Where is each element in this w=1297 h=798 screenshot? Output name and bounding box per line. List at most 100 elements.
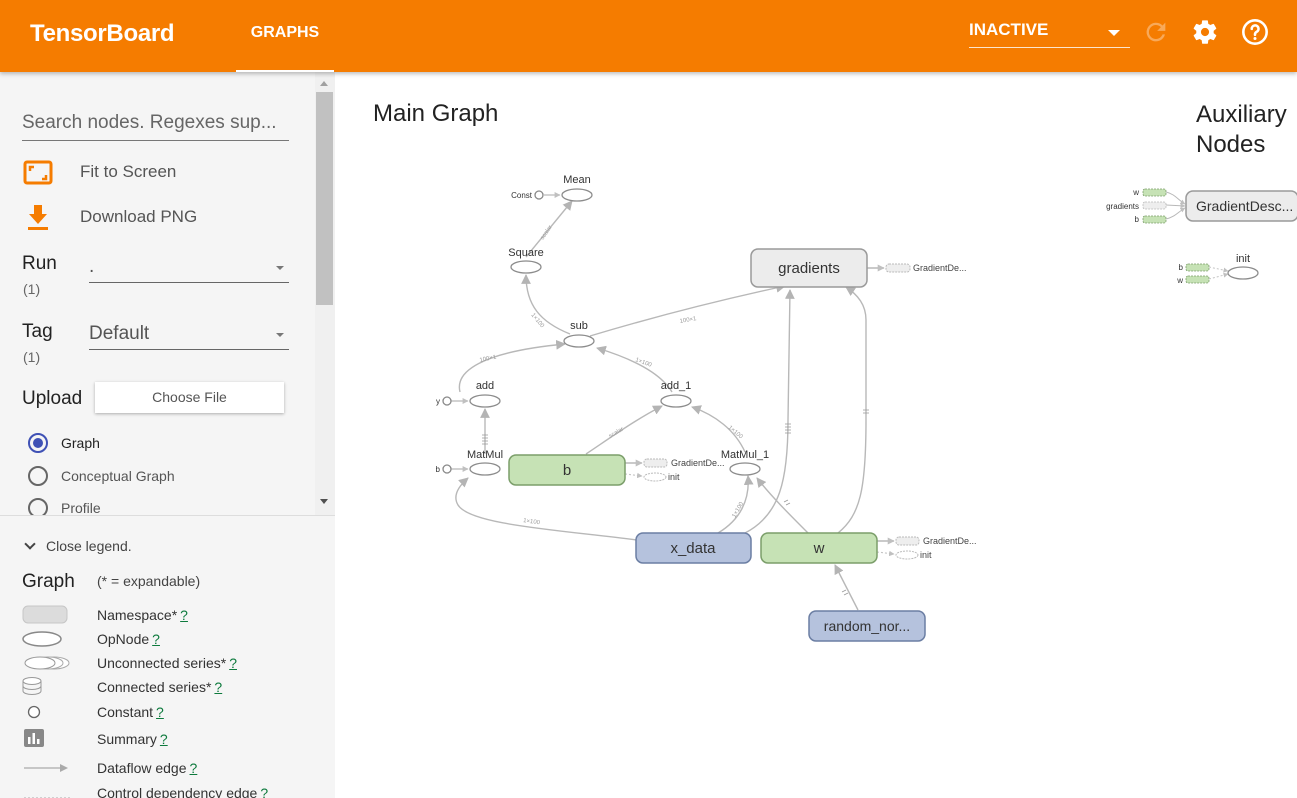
search-input[interactable]: Search nodes. Regexes sup... bbox=[22, 107, 289, 141]
aux-init-input-label: b bbox=[1179, 263, 1184, 272]
constant-node-b-in[interactable] bbox=[442, 464, 452, 474]
variable-node-b[interactable] bbox=[508, 454, 626, 486]
opnode-matmul[interactable] bbox=[469, 462, 501, 476]
legend-help-link[interactable]: ? bbox=[189, 760, 198, 776]
namespace-node-gradients[interactable] bbox=[750, 248, 868, 288]
radio-graph[interactable]: Graph bbox=[28, 432, 248, 454]
tab-graphs[interactable]: GRAPHS bbox=[250, 24, 320, 41]
run-dropdown-value: . bbox=[89, 256, 95, 277]
control-dependency-edge-icon bbox=[24, 797, 70, 798]
aux-input-label: b bbox=[1135, 215, 1140, 224]
opnode-matmul-1-label: MatMul_1 bbox=[721, 449, 769, 461]
data-node-x-data[interactable] bbox=[635, 532, 752, 564]
help-icon[interactable] bbox=[1241, 18, 1269, 46]
edge-add1-sub bbox=[596, 345, 673, 393]
aux-graddesc-inputs: w gradients b b w bbox=[1106, 188, 1229, 285]
scroll-up-arrow-icon[interactable] bbox=[320, 81, 328, 86]
legend-item-dataflow-edge: Dataflow edge? bbox=[22, 757, 322, 779]
legend-item-namespace: Namespace*? bbox=[22, 604, 322, 626]
edge-b-add1 bbox=[585, 405, 663, 455]
aux-node-gradient-descent[interactable] bbox=[1185, 190, 1297, 222]
legend-help-link[interactable]: ? bbox=[260, 785, 269, 798]
edge-label: 1×100 bbox=[523, 518, 541, 526]
legend-help-link[interactable]: ? bbox=[214, 679, 223, 695]
auxiliary-nodes-title: Auxiliary Nodes bbox=[1196, 100, 1287, 160]
edge-label: 1×100 bbox=[727, 425, 744, 441]
aux-ref-label: GradientDe... bbox=[923, 536, 977, 546]
aux-ref-label: GradientDe... bbox=[671, 458, 725, 468]
namespace-node-gradients-label: gradients bbox=[778, 260, 840, 277]
edge-label: scalar bbox=[608, 427, 625, 440]
fit-to-screen-button[interactable]: Fit to Screen bbox=[22, 158, 222, 188]
series-tick-marks bbox=[785, 423, 791, 434]
opnode-add-label: add bbox=[476, 380, 494, 392]
download-icon bbox=[28, 205, 48, 230]
edge-label: 1×100 bbox=[634, 357, 653, 369]
reload-icon[interactable] bbox=[1142, 18, 1170, 46]
edge-w-matmul1 bbox=[756, 477, 809, 534]
run-status-value: INACTIVE bbox=[969, 20, 1049, 39]
opnode-matmul-1[interactable] bbox=[729, 462, 761, 476]
constant-b-label: b bbox=[436, 465, 441, 474]
aux-init-input-label: w bbox=[1176, 276, 1183, 285]
run-label: Run bbox=[22, 253, 57, 274]
radio-profile[interactable]: Profile bbox=[28, 497, 248, 515]
series-tick-marks bbox=[841, 589, 849, 596]
constant-node-const[interactable] bbox=[534, 190, 544, 200]
edge-label: 1×100 bbox=[529, 312, 545, 329]
sidebar-scrollbar[interactable] bbox=[315, 72, 335, 515]
legend-help-link[interactable]: ? bbox=[229, 655, 237, 671]
opnode-add[interactable] bbox=[469, 394, 501, 408]
edge-xdata-matmul bbox=[455, 477, 638, 541]
aux-ref-init-label: init bbox=[920, 550, 932, 560]
legend-note: (* = expandable) bbox=[97, 573, 201, 589]
edge-xdata-gradients bbox=[744, 289, 795, 534]
legend-label-unconnected-series: Unconnected series* bbox=[97, 655, 227, 671]
chevron-down-icon bbox=[1108, 30, 1120, 36]
tag-dropdown[interactable]: Default bbox=[89, 320, 289, 350]
series-tick-marks bbox=[863, 409, 869, 414]
download-png-button[interactable]: Download PNG bbox=[22, 203, 222, 233]
aux-input-label: w bbox=[1132, 188, 1139, 197]
run-status-dropdown[interactable]: INACTIVE bbox=[969, 20, 1130, 48]
tab-indicator bbox=[236, 70, 334, 72]
aux-title-line2: Nodes bbox=[1196, 131, 1266, 158]
legend-help-link[interactable]: ? bbox=[159, 731, 168, 747]
opnode-mean[interactable] bbox=[561, 188, 593, 202]
aux-ref-gradients[interactable]: GradientDe... bbox=[885, 263, 967, 273]
choose-file-button[interactable]: Choose File bbox=[95, 382, 284, 413]
aux-ref-b[interactable]: GradientDe... init bbox=[643, 458, 725, 482]
tag-count: (1) bbox=[23, 349, 41, 365]
legend-label-namespace: Namespace* bbox=[97, 607, 178, 623]
aux-opnode-init[interactable] bbox=[1227, 266, 1259, 280]
aux-opnode-init-label: init bbox=[1236, 253, 1250, 265]
legend-item-summary: Summary? bbox=[22, 728, 322, 750]
scroll-down-arrow-icon[interactable] bbox=[320, 499, 328, 504]
opnode-square[interactable] bbox=[510, 260, 542, 274]
constant-node-y[interactable] bbox=[442, 396, 452, 406]
gear-icon[interactable] bbox=[1191, 18, 1219, 46]
series-tick-marks bbox=[482, 434, 488, 445]
edge-matmul1-add1 bbox=[691, 405, 746, 453]
legend-item-opnode: OpNode? bbox=[22, 628, 322, 650]
edge-random-w bbox=[834, 564, 859, 611]
radio-button-icon bbox=[28, 433, 48, 453]
radio-conceptual-graph[interactable]: Conceptual Graph bbox=[28, 465, 248, 487]
edge-label: scalar bbox=[540, 225, 554, 242]
opnode-sub[interactable] bbox=[563, 334, 595, 348]
legend-help-link[interactable]: ? bbox=[156, 704, 164, 720]
aux-ref-w[interactable]: GradientDe... init bbox=[895, 536, 977, 560]
variable-node-w[interactable] bbox=[760, 532, 878, 564]
data-node-random-normal[interactable] bbox=[808, 610, 926, 642]
tag-dropdown-value: Default bbox=[89, 323, 150, 344]
legend-label-constant: Constant bbox=[97, 704, 154, 720]
aux-input-label: gradients bbox=[1106, 202, 1139, 211]
legend-help-link[interactable]: ? bbox=[152, 631, 160, 647]
run-dropdown[interactable]: . bbox=[89, 253, 289, 283]
constant-y-label: y bbox=[436, 397, 440, 406]
unconnected-series-symbol-icon bbox=[24, 656, 70, 670]
legend-help-link[interactable]: ? bbox=[180, 607, 188, 623]
close-legend-toggle[interactable]: Close legend. bbox=[24, 538, 132, 554]
scrollbar-thumb[interactable] bbox=[316, 92, 333, 305]
opnode-add-1[interactable] bbox=[660, 394, 692, 408]
